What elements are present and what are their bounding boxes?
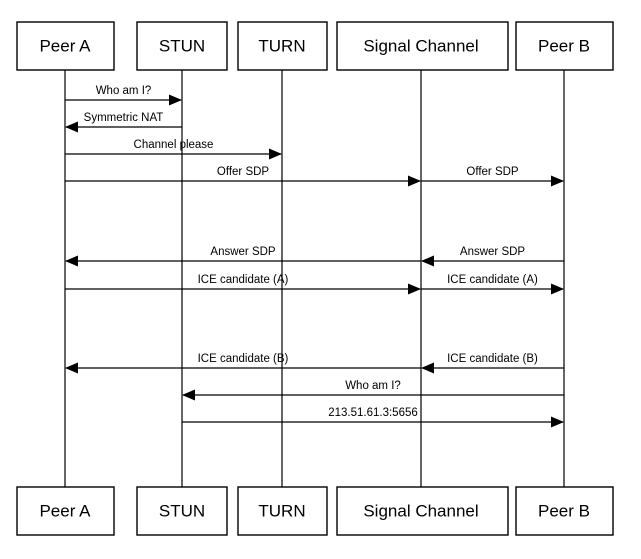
message-arrowhead-m4 xyxy=(408,175,421,187)
participant-footer-stun[interactable]: STUN xyxy=(136,486,228,536)
message-label-m10: ICE candidate (B) xyxy=(198,353,289,365)
participant-header-peer-b[interactable]: Peer B xyxy=(515,21,614,71)
message-label-m8: ICE candidate (A) xyxy=(198,274,289,286)
participant-label-stun: STUN xyxy=(159,36,205,55)
message-label-m13: 213.51.61.3:5656 xyxy=(328,407,418,419)
message-arrowhead-m11 xyxy=(421,362,434,374)
participant-box-rect-stun xyxy=(136,486,228,536)
message-label-m2: Symmetric NAT xyxy=(84,112,164,124)
lifelines-layer xyxy=(64,70,565,487)
participant-footer-signal-channel[interactable]: Signal Channel xyxy=(336,486,509,536)
message-arrowhead-m3 xyxy=(269,148,282,160)
participant-label-turn: TURN xyxy=(258,36,305,55)
participant-box-rect-peer-a xyxy=(16,486,115,536)
message-label-m7: Answer SDP xyxy=(460,246,526,258)
message-arrowhead-m7 xyxy=(421,255,434,267)
participant-header-peer-a[interactable]: Peer A xyxy=(16,21,115,71)
message-arrowhead-m6 xyxy=(65,255,78,267)
participant-header-stun[interactable]: STUN xyxy=(136,21,228,71)
message-m2[interactable]: Symmetric NAT xyxy=(65,112,182,133)
message-arrowhead-m8 xyxy=(408,283,421,295)
participant-label-signal-channel: Signal Channel xyxy=(363,36,478,55)
message-label-m3: Channel please xyxy=(134,139,214,151)
message-arrowhead-m1 xyxy=(169,94,182,106)
message-m4[interactable]: Offer SDP xyxy=(65,166,421,187)
participant-label-peer-b: Peer B xyxy=(538,36,590,55)
message-arrowhead-m9 xyxy=(551,283,564,295)
participant-label-stun: STUN xyxy=(159,501,205,520)
message-m7[interactable]: Answer SDP xyxy=(421,246,564,267)
participant-box-rect-peer-b xyxy=(515,21,614,71)
participant-label-peer-a: Peer A xyxy=(39,36,91,55)
message-m13[interactable]: 213.51.61.3:5656 xyxy=(182,407,564,428)
participant-label-peer-b: Peer B xyxy=(538,501,590,520)
message-m11[interactable]: ICE candidate (B) xyxy=(421,353,564,374)
participant-box-rect-turn xyxy=(237,21,328,71)
footer-participant-boxes: Peer A STUN TURN Signal Channel Peer B xyxy=(16,486,614,536)
message-m9[interactable]: ICE candidate (A) xyxy=(421,274,564,295)
message-m8[interactable]: ICE candidate (A) xyxy=(65,274,421,295)
participant-header-turn[interactable]: TURN xyxy=(237,21,328,71)
participant-box-rect-signal-channel xyxy=(336,486,509,536)
message-m1[interactable]: Who am I? xyxy=(65,85,182,106)
message-label-m5: Offer SDP xyxy=(466,166,519,178)
message-m3[interactable]: Channel please xyxy=(65,139,282,160)
message-arrowhead-m13 xyxy=(551,416,564,428)
messages-layer: Who am I? Symmetric NAT Channel pleaseOffe… xyxy=(65,85,564,428)
message-m10[interactable]: ICE candidate (B) xyxy=(65,353,421,374)
participant-footer-turn[interactable]: TURN xyxy=(237,486,328,536)
participant-box-rect-peer-a xyxy=(16,21,115,71)
participant-label-peer-a: Peer A xyxy=(39,501,91,520)
participant-header-signal-channel[interactable]: Signal Channel xyxy=(336,21,509,71)
message-label-m9: ICE candidate (A) xyxy=(447,274,538,286)
participant-label-signal-channel: Signal Channel xyxy=(363,501,478,520)
header-participant-boxes: Peer A STUN TURN Signal Channel Peer B xyxy=(16,21,614,71)
message-arrowhead-m5 xyxy=(551,175,564,187)
message-label-m6: Answer SDP xyxy=(210,246,276,258)
participant-label-turn: TURN xyxy=(258,501,305,520)
message-arrowhead-m12 xyxy=(182,389,195,401)
message-label-m11: ICE candidate (B) xyxy=(447,353,538,365)
message-arrowhead-m2 xyxy=(65,121,78,133)
message-m6[interactable]: Answer SDP xyxy=(65,246,421,267)
participant-box-rect-stun xyxy=(136,21,228,71)
message-m12[interactable]: Who am I? xyxy=(182,380,564,401)
participant-box-rect-signal-channel xyxy=(336,21,509,71)
participant-box-rect-turn xyxy=(237,486,328,536)
message-label-m12: Who am I? xyxy=(345,380,401,392)
message-m5[interactable]: Offer SDP xyxy=(421,166,564,187)
message-label-m1: Who am I? xyxy=(96,85,152,97)
participant-footer-peer-b[interactable]: Peer B xyxy=(515,486,614,536)
participant-footer-peer-a[interactable]: Peer A xyxy=(16,486,115,536)
message-arrowhead-m10 xyxy=(65,362,78,374)
message-label-m4: Offer SDP xyxy=(217,166,270,178)
participant-box-rect-peer-b xyxy=(515,486,614,536)
